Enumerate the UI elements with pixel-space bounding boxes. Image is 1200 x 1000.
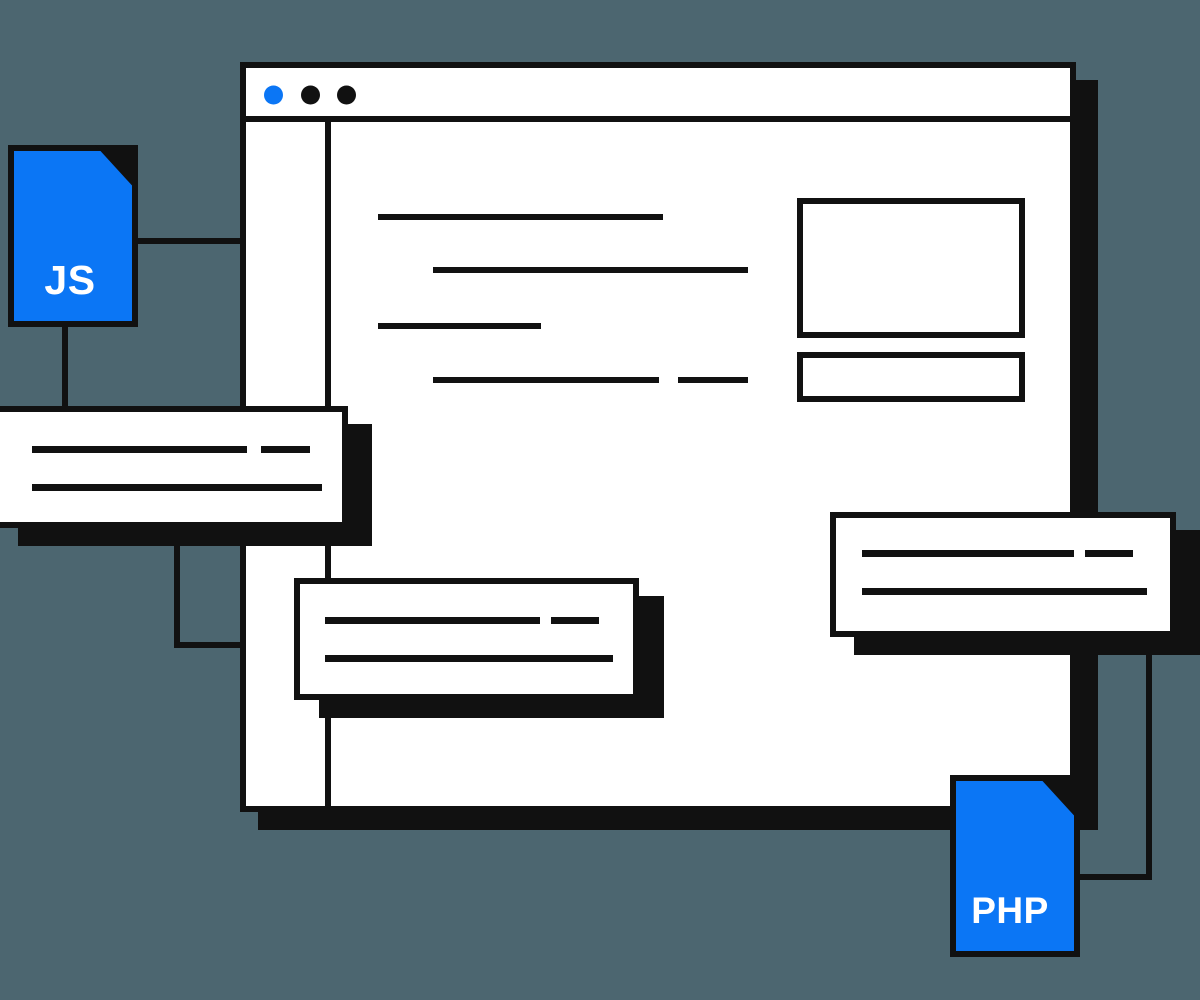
file-badge-php-label: PHP [971, 890, 1049, 931]
card-right-line-primary [862, 550, 1074, 557]
card-top-left-line-primary [32, 446, 247, 453]
card-right-line-secondary [862, 588, 1147, 595]
media-placeholder-box [797, 198, 1025, 338]
browser-titlebar [246, 68, 1070, 122]
card-right[interactable] [830, 512, 1176, 637]
content-line-4b [678, 377, 748, 383]
connector-js-down [62, 322, 68, 410]
file-sheet-shape [950, 775, 1080, 957]
card-middle-line-primary [325, 617, 540, 624]
caption-placeholder-box [797, 352, 1025, 402]
content-line-3 [378, 323, 541, 329]
card-middle[interactable] [294, 578, 639, 700]
card-top-left-line-secondary [32, 484, 322, 491]
connector-left-card-down [174, 528, 180, 648]
traffic-light-third-dot-icon[interactable] [337, 85, 356, 105]
file-sheet-shape [8, 145, 138, 327]
file-badge-js-label: JS [44, 257, 96, 303]
connector-php-left [1080, 874, 1152, 880]
connector-js-to-window [137, 238, 243, 244]
content-line-1 [378, 214, 663, 220]
connector-php-up [1146, 632, 1152, 880]
content-line-2 [433, 267, 748, 273]
file-badge-php[interactable]: PHP [950, 775, 1080, 957]
connector-left-card-right [174, 642, 298, 648]
card-right-line-accent [1085, 550, 1133, 557]
card-middle-line-secondary [325, 655, 613, 662]
card-top-left[interactable] [0, 406, 348, 528]
traffic-light-active-dot-icon[interactable] [264, 85, 283, 105]
card-middle-line-accent [551, 617, 599, 624]
traffic-light-second-dot-icon[interactable] [301, 85, 320, 105]
file-badge-js[interactable]: JS [8, 145, 138, 327]
content-line-4a [433, 377, 659, 383]
card-top-left-line-accent [261, 446, 310, 453]
